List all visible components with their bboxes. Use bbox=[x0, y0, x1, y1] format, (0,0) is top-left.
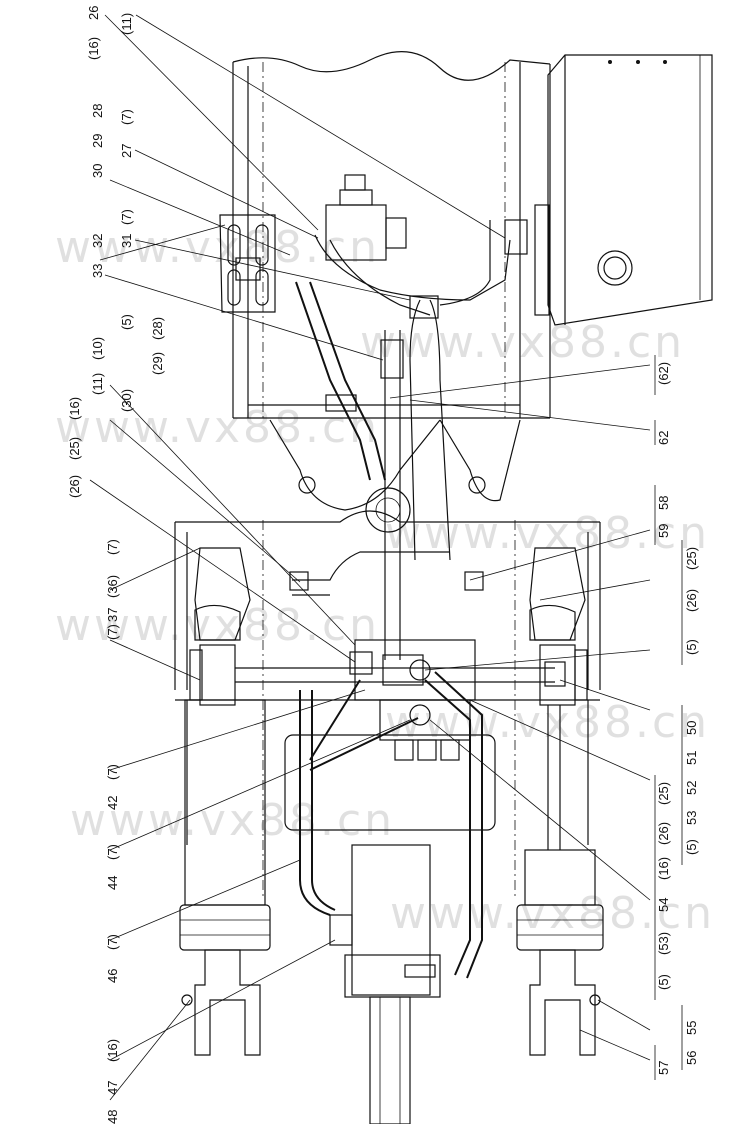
callout-label: 44 bbox=[105, 876, 120, 890]
callout-label: (62) bbox=[656, 362, 671, 385]
callout-label: (5) bbox=[684, 839, 699, 855]
callout-label: 32 bbox=[90, 234, 105, 248]
callout-label: (16) bbox=[67, 397, 82, 420]
hydraulic-tank bbox=[534, 54, 713, 326]
callout-label: (16) bbox=[86, 37, 101, 60]
callout-label: 53 bbox=[684, 811, 699, 825]
callout-label: (26) bbox=[67, 475, 82, 498]
watermark-5: www.vx88.cn bbox=[55, 600, 380, 651]
callout-label: 48 bbox=[105, 1110, 120, 1124]
callout-label: (11) bbox=[119, 13, 134, 35]
upper-pump bbox=[325, 174, 407, 261]
callout-label: (7) bbox=[119, 109, 134, 125]
left-steering-assembly bbox=[179, 547, 555, 1056]
callout-label: (7) bbox=[119, 209, 134, 225]
callout-label: 47 bbox=[105, 1081, 120, 1095]
upper-hoses bbox=[295, 219, 528, 660]
watermark-3: www.vx88.cn bbox=[55, 402, 380, 453]
callout-label: 26 bbox=[86, 6, 101, 20]
callout-label: (26) bbox=[684, 589, 699, 612]
callout-label: (7) bbox=[105, 844, 120, 860]
callout-label: 37 bbox=[105, 608, 120, 622]
callouts-left: (16) 26 (11) 28 29 (7) 30 27 32 31 (7) 3… bbox=[67, 6, 165, 1124]
callout-label: (30) bbox=[119, 389, 134, 412]
callout-label: 54 bbox=[656, 898, 671, 912]
upper-valve-block bbox=[219, 214, 276, 313]
callout-label: (7) bbox=[105, 934, 120, 950]
callout-label: 27 bbox=[119, 144, 134, 158]
callout-label: 28 bbox=[90, 104, 105, 118]
callout-label: 50 bbox=[684, 721, 699, 735]
callout-label: (7) bbox=[105, 624, 120, 640]
callout-label: (25) bbox=[684, 547, 699, 570]
callout-label: 51 bbox=[684, 751, 699, 765]
leader-lines bbox=[89, 14, 651, 1101]
watermark-1: www.vx88.cn bbox=[55, 222, 380, 273]
watermark-2: www.vx88.cn bbox=[360, 317, 685, 368]
callout-label: 29 bbox=[90, 134, 105, 148]
callouts-right: (62) 62 58 59 (25) (26) (5) 50 51 52 (25… bbox=[656, 362, 699, 1075]
watermark-8: www.vx88.cn bbox=[390, 888, 715, 939]
callout-label: (5) bbox=[656, 974, 671, 990]
frame-hole-left bbox=[298, 476, 316, 494]
center-pivot bbox=[365, 487, 411, 533]
callout-label: (25) bbox=[656, 782, 671, 805]
callout-label: (28) bbox=[150, 317, 165, 340]
callout-label: 59 bbox=[656, 524, 671, 538]
callout-label: 56 bbox=[684, 1051, 699, 1065]
callout-label: (7) bbox=[105, 539, 120, 555]
right-steering-assembly bbox=[516, 547, 604, 1056]
callout-label: (25) bbox=[67, 437, 82, 460]
lower-hoses bbox=[289, 551, 566, 979]
callout-label: 30 bbox=[90, 164, 105, 178]
callout-label: (5) bbox=[119, 314, 134, 330]
callout-label: 62 bbox=[656, 431, 671, 445]
callout-label: 58 bbox=[656, 496, 671, 510]
callout-label: (10) bbox=[90, 337, 105, 360]
callout-label: 33 bbox=[90, 264, 105, 278]
callout-label: 31 bbox=[119, 234, 134, 248]
callout-label: 55 bbox=[684, 1021, 699, 1035]
callout-label: (16) bbox=[105, 1039, 120, 1062]
callout-label: (36) bbox=[105, 575, 120, 598]
watermark-4: www.vx88.cn bbox=[385, 508, 710, 559]
watermark-layer: www.vx88.cn www.vx88.cn www.vx88.cn www.… bbox=[55, 222, 715, 939]
callout-label: (5) bbox=[684, 639, 699, 655]
callout-label: (16) bbox=[656, 857, 671, 880]
frame-hole-right bbox=[468, 476, 486, 494]
bottom-pump bbox=[329, 844, 441, 1124]
watermark-7: www.vx88.cn bbox=[70, 795, 395, 846]
callout-label: 57 bbox=[656, 1061, 671, 1075]
mid-frame bbox=[174, 419, 601, 690]
upper-frame bbox=[232, 51, 551, 420]
callout-label: (29) bbox=[150, 352, 165, 375]
callout-label: (11) bbox=[90, 373, 105, 395]
callout-label: (53) bbox=[656, 932, 671, 955]
callout-label: (7) bbox=[105, 764, 120, 780]
callout-label: (26) bbox=[656, 822, 671, 845]
tank-filler-cap bbox=[597, 250, 633, 286]
callout-label: 52 bbox=[684, 781, 699, 795]
callout-underlines bbox=[654, 355, 683, 1080]
callout-label: 42 bbox=[105, 796, 120, 810]
callout-label: 46 bbox=[105, 969, 120, 983]
